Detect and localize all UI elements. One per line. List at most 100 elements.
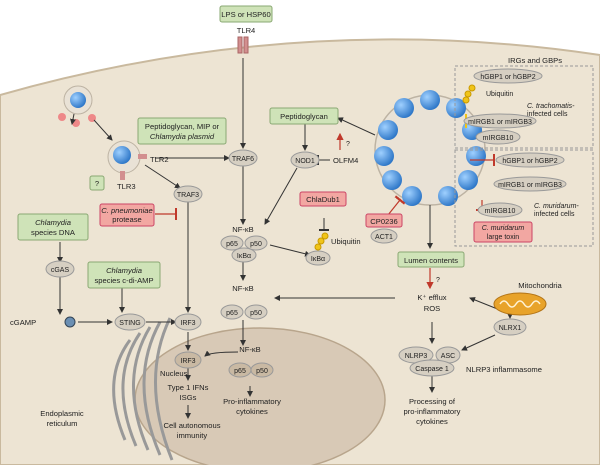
traf6-label: TRAF6	[232, 156, 254, 163]
mirgb10-cm-node	[477, 202, 523, 218]
p50-label-2: p50	[250, 310, 262, 317]
entry-arrow-1	[70, 113, 76, 125]
mirgb10-ct-label: mIRGB10	[483, 135, 514, 142]
cell-auto-line1: Cell autonomous	[164, 421, 221, 430]
ikba-label: IκBα	[237, 253, 251, 260]
cell-auto-line2: immunity	[177, 431, 208, 440]
chladub1-label: ChlaDub1	[306, 195, 340, 204]
olfm4-question-label: ?	[346, 141, 350, 148]
traf6-node	[228, 149, 258, 167]
traf3-node	[173, 185, 203, 203]
tlr3-receptor-shape	[120, 171, 125, 180]
cdiamp-line1: Chlamydia	[106, 266, 142, 275]
nod1-label: NOD1	[295, 158, 315, 165]
type1-line2: ISGs	[180, 393, 197, 402]
tlr3-unknown-label: ?	[95, 179, 99, 188]
inclusion-pg-arrow	[337, 117, 376, 136]
irf3-node	[174, 313, 202, 331]
nlrp3-label: NLRP3	[405, 353, 428, 360]
chlamydia-dna-box	[17, 213, 89, 241]
tlr4-label: TLR4	[237, 26, 256, 35]
pg-mip-line1: Peptidoglycan, MIP or	[145, 122, 220, 131]
unknown-ligand-box	[89, 175, 105, 191]
er-line2: reticulum	[47, 419, 78, 428]
processing-line3: cytokines	[416, 417, 448, 426]
entry-arrow-2	[93, 119, 113, 141]
nlrx1-nlrp3-arrow	[461, 334, 496, 351]
ubiquitin-label: Ubiquitin	[331, 237, 361, 246]
processing-line2: pro-inflammatory	[404, 407, 461, 416]
ikba-release-arrow	[269, 244, 311, 257]
cm-infected-line1: C. muridarum-	[534, 203, 579, 210]
entering-bacterium	[58, 85, 96, 127]
p65-nuclear-label: p65	[234, 368, 246, 375]
k-efflux-label: K⁺ efflux	[417, 293, 446, 302]
nlrx1-node	[493, 318, 527, 336]
mirgb1-ct-node	[463, 113, 537, 129]
cp0236-inhibit	[387, 195, 406, 216]
free-ikba-node	[305, 250, 331, 266]
p65-label-2: p65	[226, 310, 238, 317]
p65-label-1: p65	[226, 241, 238, 248]
pg-mip-line2: Chlamydia plasmid	[150, 132, 215, 141]
irgs-gbps-label: IRGs and GBPs	[508, 56, 562, 65]
nfkb-label-2: NF-κB	[232, 284, 254, 293]
sting-label: STING	[119, 320, 140, 327]
hgbp1-cm-label: hGBP1 or hGBP2	[502, 158, 557, 165]
olfm4-label: OLFM4	[333, 156, 358, 165]
asc-label: ASC	[441, 353, 455, 360]
caspase1-node	[409, 359, 455, 377]
processing-line1: Processing of	[409, 397, 456, 406]
nucleus-label: Nucleus	[160, 369, 188, 378]
cgamp-label: cGAMP	[10, 318, 36, 327]
peptidoglycan-label: Peptidoglycan	[280, 112, 328, 121]
tlr2-label: TLR2	[150, 155, 169, 164]
tlr4-receptor-icon	[237, 36, 249, 54]
free-ikba-label: IκBα	[311, 256, 325, 263]
lps-box	[219, 5, 273, 23]
chlamydia-dna-line2: species DNA	[31, 228, 76, 237]
irf3-nuclear-label: IRF3	[180, 358, 195, 365]
nod1-nfkb-arrow	[264, 167, 298, 225]
nfkb-label-nuclear: NF-κB	[239, 345, 261, 354]
cm-infected-line2: infected cells	[534, 211, 575, 218]
chlamydia-dna-line1: Chlamydia	[35, 218, 71, 227]
sting-node	[114, 313, 146, 331]
lumen-box	[397, 251, 465, 268]
tlr3-label: TLR3	[117, 182, 136, 191]
act1-node	[370, 228, 398, 244]
mirgb1-cm-label: mIRGB1 or mIRGB3	[498, 182, 562, 189]
tlr3-traf3-arrow	[144, 164, 181, 189]
ubiquitin-chain-icon	[314, 232, 329, 251]
p50-node-2	[244, 304, 268, 320]
irf3-nuclear-node	[174, 351, 202, 369]
act1-label: ACT1	[375, 234, 393, 241]
tlr2-receptor-shape	[138, 154, 147, 159]
endosomal-bacterium	[113, 146, 131, 164]
nlrp3-inflammasome-label: NLRP3 inflammasome	[466, 365, 542, 374]
cgas-label: cGAS	[51, 267, 70, 274]
mirgb1-cm-node	[493, 176, 567, 192]
cm-toxin-box	[473, 221, 533, 243]
bacteria-cluster	[374, 90, 486, 206]
p50-nuclear-label: p50	[256, 368, 268, 375]
ros-label: ROS	[424, 304, 440, 313]
cdiamp-box	[87, 261, 161, 289]
lumen-label: Lumen contents	[404, 256, 458, 265]
ubiquitin-ct-label: Ubiquitin	[486, 91, 513, 98]
cpneu-line1: C. pneumoniae	[101, 206, 153, 215]
lps-label: LPS or HSP60	[221, 10, 270, 19]
mirgb10-cm-label: mIRGB10	[485, 208, 516, 215]
mirgb1-ct-label: mIRGB1 or mIRGB3	[468, 119, 532, 126]
ct-infected-line2: infected cells	[527, 111, 568, 118]
cdiamp-line2: species c-di-AMP	[94, 276, 153, 285]
p65-node-1	[220, 235, 244, 251]
ct-infected-line1: C. trachomatis-	[527, 103, 575, 110]
nlrx1-label: NLRX1	[499, 325, 522, 332]
lumen-question-label: ?	[436, 277, 440, 284]
er-line1: Endoplasmic	[40, 409, 84, 418]
cm-toxin-line2: large toxin	[487, 234, 519, 241]
mitochondria-label: Mitochondria	[518, 281, 562, 290]
nfkb-irf3-crosstalk	[204, 350, 239, 357]
